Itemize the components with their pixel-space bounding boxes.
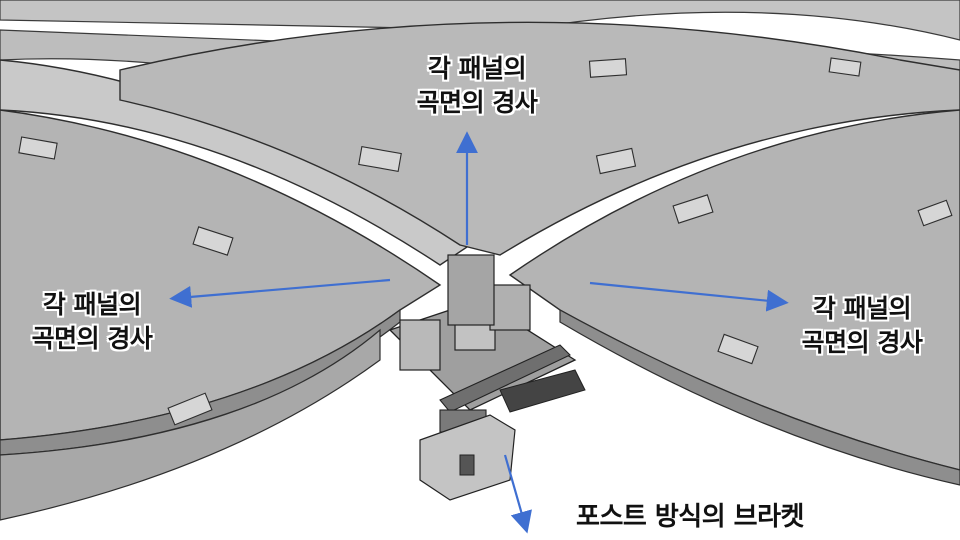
label-left-line1: 각 패널의 — [42, 290, 142, 319]
bracket-block-center — [489, 284, 531, 331]
label-bottom-text: 포스트 방식의 브라켓 — [576, 502, 804, 532]
panel-upper-right — [119, 21, 960, 256]
post-bracket — [388, 254, 586, 501]
label-right-panel-slope: 각 패널의 곡면의 경사 — [772, 292, 952, 360]
label-post-bracket: 포스트 방식의 브라켓 — [540, 500, 840, 534]
label-left-panel-slope: 각 패널의 곡면의 경사 — [2, 288, 182, 356]
panel-right-front-edge — [559, 308, 960, 486]
panel-lower-left — [0, 328, 381, 521]
bracket-lower-slot — [459, 454, 475, 476]
arrow-left — [169, 278, 391, 308]
label-right-line2: 곡면의 경사 — [801, 328, 923, 357]
bracket-post — [447, 254, 495, 326]
bracket-plate — [439, 344, 571, 413]
arrow-right — [589, 281, 789, 312]
bracket-tread — [499, 369, 586, 413]
label-right-line1: 각 패널의 — [812, 294, 912, 323]
annotation-arrows — [169, 131, 789, 534]
label-left-line2: 곡면의 경사 — [31, 324, 153, 353]
label-top-panel-slope: 각 패널의 곡면의 경사 — [392, 52, 562, 120]
arrow-bottom — [503, 454, 532, 534]
panel-clip-tabs — [18, 57, 953, 426]
label-top-line2: 곡면의 경사 — [416, 88, 538, 117]
label-top-line1: 각 패널의 — [427, 54, 527, 83]
bracket-block-left — [399, 319, 441, 371]
